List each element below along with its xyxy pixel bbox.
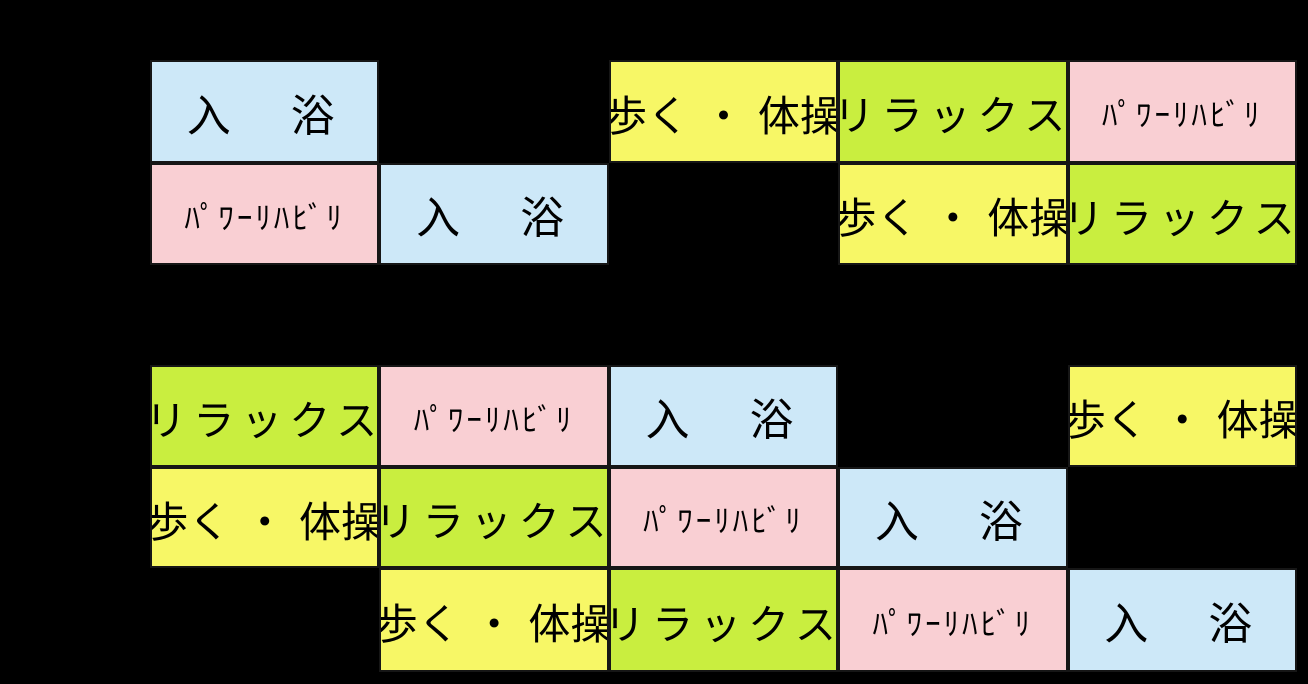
schedule-grid-bottom: リラックスﾊﾟﾜｰﾘﾊﾋﾞﾘ入 浴歩く ・ 体操歩く ・ 体操リラックスﾊﾟﾜｰ… bbox=[150, 365, 1297, 672]
schedule-cell-empty bbox=[150, 568, 380, 672]
schedule-cell-relax: リラックス bbox=[838, 60, 1068, 163]
schedule-cell-empty bbox=[379, 60, 609, 163]
schedule-grid-top: 入 浴歩く ・ 体操リラックスﾊﾟﾜｰﾘﾊﾋﾞﾘﾊﾟﾜｰﾘﾊﾋﾞﾘ入 浴歩く ・… bbox=[150, 60, 1297, 265]
schedule-cell-relax: リラックス bbox=[150, 365, 380, 467]
schedule-cell-power: ﾊﾟﾜｰﾘﾊﾋﾞﾘ bbox=[1067, 60, 1297, 163]
schedule-cell-empty bbox=[608, 163, 839, 265]
schedule-cell-bath: 入 浴 bbox=[838, 467, 1068, 568]
schedule-cell-walk: 歩く ・ 体操 bbox=[608, 60, 839, 163]
schedule-cell-empty bbox=[1067, 467, 1297, 568]
schedule-cell-relax: リラックス bbox=[608, 568, 839, 672]
schedule-cell-relax: リラックス bbox=[379, 467, 609, 568]
schedule-cell-power: ﾊﾟﾜｰﾘﾊﾋﾞﾘ bbox=[608, 467, 839, 568]
schedule-cell-bath: 入 浴 bbox=[150, 60, 380, 163]
schedule-cell-bath: 入 浴 bbox=[1067, 568, 1297, 672]
schedule-cell-empty bbox=[838, 365, 1068, 467]
schedule-cell-bath: 入 浴 bbox=[379, 163, 609, 265]
schedule-cell-walk: 歩く ・ 体操 bbox=[1067, 365, 1297, 467]
schedule-cell-power: ﾊﾟﾜｰﾘﾊﾋﾞﾘ bbox=[379, 365, 609, 467]
schedule-cell-bath: 入 浴 bbox=[608, 365, 839, 467]
schedule-cell-power: ﾊﾟﾜｰﾘﾊﾋﾞﾘ bbox=[150, 163, 380, 265]
schedule-cell-walk: 歩く ・ 体操 bbox=[150, 467, 380, 568]
schedule-cell-relax: リラックス bbox=[1067, 163, 1297, 265]
schedule-cell-power: ﾊﾟﾜｰﾘﾊﾋﾞﾘ bbox=[838, 568, 1068, 672]
schedule-cell-walk: 歩く ・ 体操 bbox=[838, 163, 1068, 265]
schedule-cell-walk: 歩く ・ 体操 bbox=[379, 568, 609, 672]
